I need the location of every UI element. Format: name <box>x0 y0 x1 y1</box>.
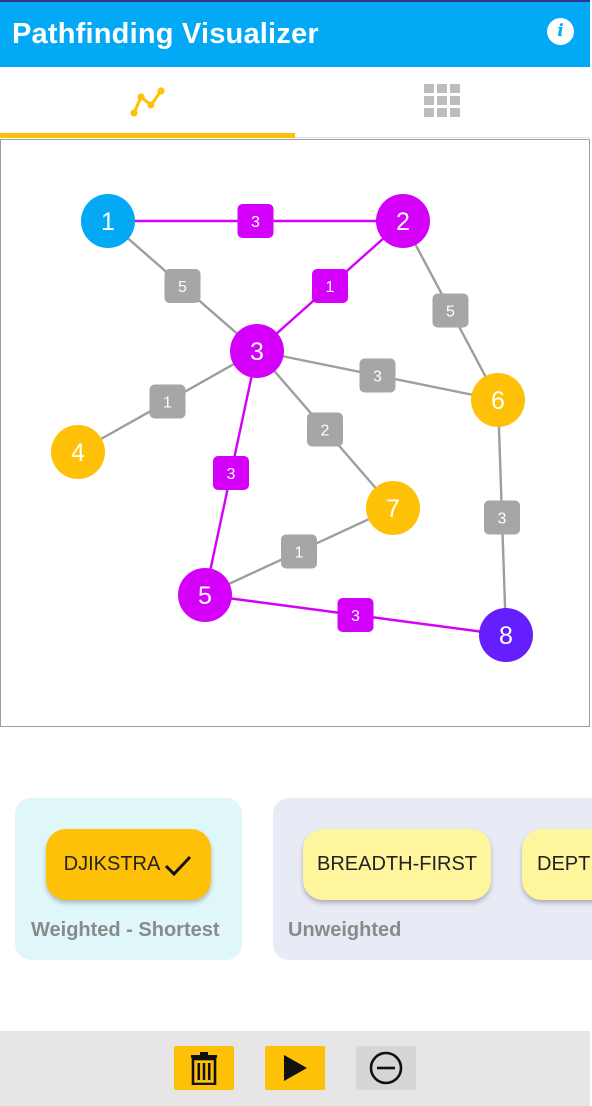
edge-weight-label: 5 <box>178 279 187 296</box>
node-circle <box>366 481 420 535</box>
view-tabs <box>0 67 590 139</box>
algorithm-cards: DJIKSTRA Weighted - Shortest BREADTH-FIR… <box>0 798 592 960</box>
info-icon[interactable]: i <box>547 18 574 45</box>
unweighted-label: Unweighted <box>288 919 402 941</box>
grid-icon <box>424 84 460 117</box>
tab-graph[interactable] <box>0 67 295 139</box>
edge-weight-box <box>312 269 348 303</box>
app-title: Pathfinding Visualizer <box>12 18 319 50</box>
edge-weight-label: 1 <box>295 545 304 562</box>
edge-weight-3-2[interactable]: 1 <box>312 269 348 303</box>
node-circle <box>471 373 525 427</box>
edge-weight-5-8[interactable]: 3 <box>337 598 374 632</box>
node-circle <box>178 568 232 622</box>
edge-weight-label: 2 <box>321 423 330 440</box>
graph-node-3[interactable]: 3 <box>230 324 284 378</box>
play-button[interactable] <box>265 1046 325 1090</box>
edge-weight-box <box>237 204 274 238</box>
check-icon <box>165 855 192 876</box>
remove-button[interactable] <box>356 1046 416 1090</box>
graph-node-1[interactable]: 1 <box>81 194 135 248</box>
play-icon <box>284 1055 307 1081</box>
tab-divider <box>295 137 590 138</box>
clear-button[interactable] <box>174 1046 234 1090</box>
weighted-card: DJIKSTRA Weighted - Shortest <box>15 798 242 960</box>
edge-weight-3-5[interactable]: 3 <box>213 456 249 490</box>
node-label: 2 <box>396 208 410 236</box>
djikstra-button[interactable]: DJIKSTRA <box>46 829 211 900</box>
edge-weight-box <box>359 358 396 393</box>
edge-weight-box <box>164 269 201 303</box>
edge-weight-label: 5 <box>446 304 455 321</box>
node-circle <box>51 425 105 479</box>
edge-weight-box <box>337 598 374 632</box>
tab-grid[interactable] <box>295 67 590 139</box>
graph-svg: 3 5 1 5 3 1 2 3 3 1 3 1 2 3 4 5 6 7 8 <box>51 194 533 662</box>
edge-weight-box <box>484 500 520 535</box>
edge-weight-box <box>307 412 343 447</box>
edge-weight-1-3[interactable]: 5 <box>164 269 201 303</box>
app-bar: Pathfinding Visualizer i <box>0 0 590 67</box>
breadth-first-button[interactable]: BREADTH-FIRST <box>303 829 491 900</box>
djikstra-label: DJIKSTRA <box>63 853 161 875</box>
graph-node-2[interactable]: 2 <box>376 194 430 248</box>
node-label: 8 <box>499 622 513 650</box>
graph-node-8[interactable]: 8 <box>479 608 533 662</box>
trash-icon <box>191 1052 217 1085</box>
edge-weight-3-6[interactable]: 3 <box>359 358 396 393</box>
graph-icon <box>130 87 165 117</box>
unweighted-card: BREADTH-FIRST DEPTH-FIRST Unweighted <box>273 798 592 960</box>
depth-first-label: DEPTH-FIRST <box>537 853 592 875</box>
edge-weight-label: 3 <box>373 369 382 386</box>
weighted-label: Weighted - Shortest <box>31 919 220 941</box>
node-circle <box>81 194 135 248</box>
edge-weight-label: 3 <box>227 466 236 483</box>
node-label: 1 <box>101 208 115 236</box>
node-circle <box>376 194 430 248</box>
edge-weight-3-7[interactable]: 2 <box>307 412 343 447</box>
edge-weight-box <box>149 384 186 419</box>
edge-weight-box <box>281 534 317 569</box>
edge-weight-label: 1 <box>163 395 172 412</box>
edge-weight-1-2[interactable]: 3 <box>237 204 274 238</box>
edge-weight-label: 3 <box>251 214 260 231</box>
tab-indicator <box>0 133 295 138</box>
node-label: 4 <box>71 439 85 467</box>
edge-weight-6-8[interactable]: 3 <box>484 500 520 535</box>
edge-weight-box <box>213 456 249 490</box>
edge-weight-label: 3 <box>498 511 507 528</box>
graph-node-6[interactable]: 6 <box>471 373 525 427</box>
graph-node-7[interactable]: 7 <box>366 481 420 535</box>
minus-circle-icon <box>369 1051 403 1085</box>
node-label: 7 <box>386 495 400 523</box>
graph-node-4[interactable]: 4 <box>51 425 105 479</box>
edge-weight-2-6[interactable]: 5 <box>432 293 469 328</box>
control-bar <box>0 1031 590 1106</box>
node-label: 6 <box>491 387 505 415</box>
breadth-first-label: BREADTH-FIRST <box>317 853 477 875</box>
node-label: 5 <box>198 582 212 610</box>
edge-weight-3-4[interactable]: 1 <box>149 384 186 419</box>
edge-weight-label: 1 <box>326 279 335 296</box>
graph-canvas[interactable]: 3 5 1 5 3 1 2 3 3 1 3 1 2 3 4 5 6 7 8 <box>0 139 590 727</box>
graph-node-5[interactable]: 5 <box>178 568 232 622</box>
node-circle <box>479 608 533 662</box>
node-circle <box>230 324 284 378</box>
depth-first-button[interactable]: DEPTH-FIRST <box>522 829 592 900</box>
edge-weight-box <box>432 293 469 328</box>
edge-weight-label: 3 <box>351 608 360 625</box>
node-label: 3 <box>250 338 264 366</box>
edge-weight-5-7[interactable]: 1 <box>281 534 317 569</box>
